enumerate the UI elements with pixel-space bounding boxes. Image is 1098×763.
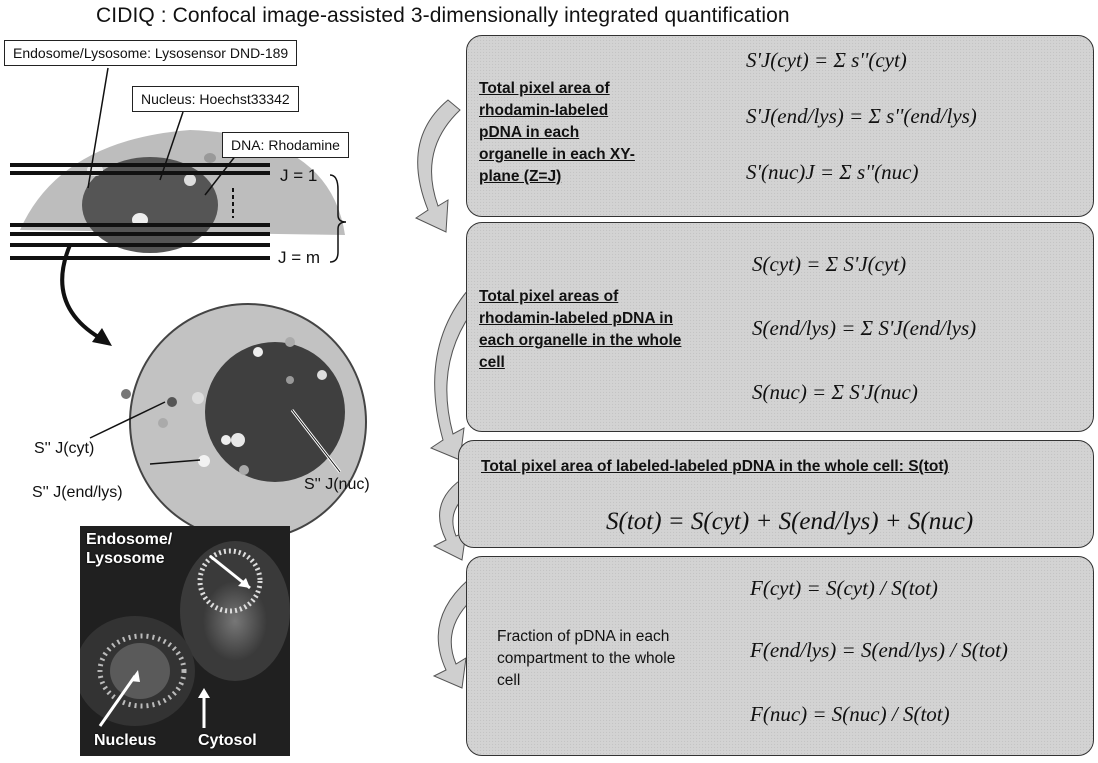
perinuclear-signal bbox=[97, 633, 187, 709]
s-end-lys-label: S'' J(end/lys) bbox=[32, 484, 123, 501]
nucleus-lower bbox=[110, 643, 170, 699]
confocal-micrograph: Endosome/ Lysosome Nucleus Cytosol bbox=[80, 526, 290, 756]
curved-arrow bbox=[60, 244, 102, 340]
dna-label-box: DNA: Rhodamine bbox=[222, 132, 349, 158]
dna-dot bbox=[121, 389, 131, 399]
panel-2-equation-nuc: S(nuc) = Σ S'J(nuc) bbox=[752, 380, 918, 404]
flow-arrow-4 bbox=[432, 579, 479, 689]
leader-line bbox=[89, 401, 166, 439]
micrograph-nucleus-label: Nucleus bbox=[94, 732, 157, 749]
leader-line bbox=[87, 67, 109, 189]
endosome-dot bbox=[317, 370, 327, 380]
leader-line bbox=[159, 111, 184, 181]
endosome-dot bbox=[198, 455, 210, 467]
endosome-dot bbox=[184, 174, 196, 186]
arrow-head bbox=[92, 328, 112, 346]
micrograph-image bbox=[80, 541, 290, 728]
nucleus-pointer bbox=[98, 675, 137, 727]
dna-dot bbox=[204, 153, 216, 163]
endosome-dot bbox=[192, 392, 204, 404]
cell-schematic bbox=[10, 67, 367, 541]
s-nuc-label: S'' J(nuc) bbox=[304, 476, 370, 493]
panel-xy-plane bbox=[466, 35, 1094, 217]
plane-jm-label: J = m bbox=[278, 248, 321, 267]
endosome-dot bbox=[221, 435, 231, 445]
endosome-label-box: Endosome/Lysosome: Lysosensor DND-189 bbox=[4, 40, 298, 66]
leader-line bbox=[291, 409, 341, 473]
flow-arrow-1 bbox=[414, 99, 461, 233]
panel-2-equation-end-lys: S(end/lys) = Σ S'J(end/lys) bbox=[752, 316, 977, 340]
dna-dot bbox=[167, 397, 177, 407]
panel-3-description: Total pixel area of labeled-labeled pDNA… bbox=[481, 458, 949, 475]
arrow-head bbox=[238, 578, 250, 588]
arrow-head bbox=[130, 670, 140, 682]
panel-4-description: Fraction of pDNA in each compartment to … bbox=[497, 628, 676, 689]
nucleus-label-box: Nucleus: Hoechst33342 bbox=[132, 86, 299, 112]
panel-total bbox=[458, 440, 1094, 548]
micrograph-cytosol-label: Cytosol bbox=[198, 732, 257, 749]
micrograph-endosome-label: Endosome/ Lysosome bbox=[86, 531, 173, 567]
dna-dot bbox=[286, 376, 294, 384]
endosome-dot bbox=[231, 433, 245, 447]
arrow-head bbox=[198, 688, 210, 698]
panel-3-equation-tot: S(tot) = S(cyt) + S(end/lys) + S(nuc) bbox=[606, 508, 974, 535]
dna-dot bbox=[158, 418, 168, 428]
nucleus-cross-section bbox=[205, 342, 345, 482]
dna-dot bbox=[239, 465, 249, 475]
panel-2-description: Total pixel areas of rhodamin-labeled pD… bbox=[479, 288, 682, 371]
dna-dot bbox=[285, 337, 295, 347]
panel-1-equation-nuc: S'(nuc)J = Σ s''(nuc) bbox=[746, 160, 919, 184]
panel-4-equation-nuc: F(nuc) = S(nuc) / S(tot) bbox=[750, 702, 950, 726]
panel-4-equation-cyt: F(cyt) = S(cyt) / S(tot) bbox=[750, 576, 938, 600]
figure-title: CIDIQ : Confocal image-assisted 3-dimens… bbox=[96, 4, 790, 27]
endosome-dot bbox=[253, 347, 263, 357]
panel-fraction bbox=[466, 556, 1094, 756]
flow-arrows bbox=[414, 99, 479, 689]
panel-whole-cell bbox=[466, 222, 1094, 432]
panel-4-equation-end-lys: F(end/lys) = S(end/lys) / S(tot) bbox=[750, 638, 1008, 662]
plane-brace bbox=[329, 174, 347, 263]
endosome-signal bbox=[197, 548, 263, 614]
plane-j1-label: J = 1 bbox=[280, 166, 318, 185]
panel-1-equation-end-lys: S'J(end/lys) = Σ s''(end/lys) bbox=[746, 104, 977, 128]
panel-1-description: Total pixel area of rhodamin-labeled pDN… bbox=[479, 80, 635, 185]
nucleus-upper bbox=[203, 581, 267, 661]
s-cyt-label: S'' J(cyt) bbox=[34, 440, 95, 457]
panel-2-equation-cyt: S(cyt) = Σ S'J(cyt) bbox=[752, 252, 907, 276]
nucleus-side-view bbox=[82, 157, 218, 253]
panel-1-equation-cyt: S'J(cyt) = Σ s''(cyt) bbox=[746, 48, 907, 72]
leader-line bbox=[149, 459, 201, 465]
